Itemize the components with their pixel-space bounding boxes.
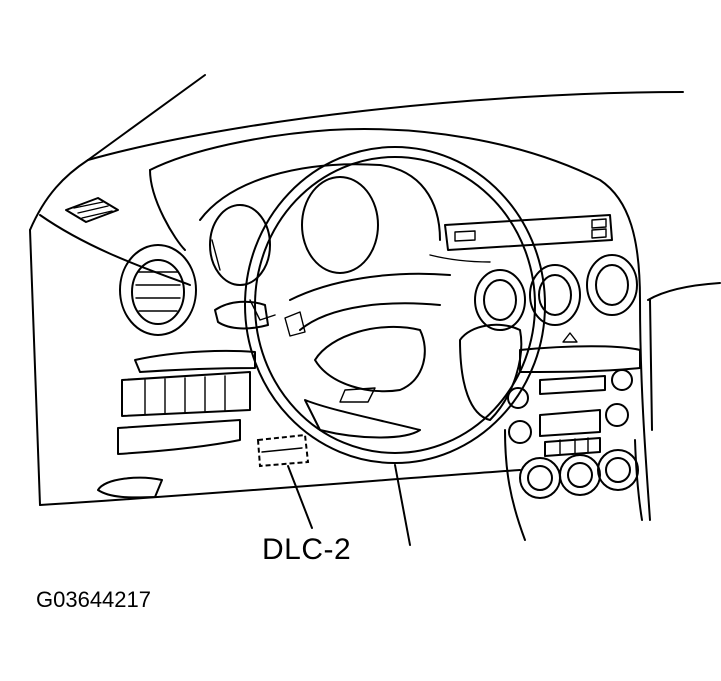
callout-leader-line <box>287 465 313 529</box>
lower-left-panel <box>97 349 256 499</box>
diagnostic-connector-icon <box>256 433 310 468</box>
air-vent-icon <box>119 244 197 336</box>
instrument-cluster <box>199 163 441 286</box>
corner-vent-icon <box>65 197 119 223</box>
figure-id: G03644217 <box>36 587 151 612</box>
steering-column <box>214 300 411 546</box>
windshield-lines <box>29 74 684 231</box>
callout-label: DLC-2 <box>262 533 352 566</box>
dashboard-outline <box>29 128 721 521</box>
center-console <box>444 214 643 541</box>
steering-wheel-icon <box>244 146 546 464</box>
